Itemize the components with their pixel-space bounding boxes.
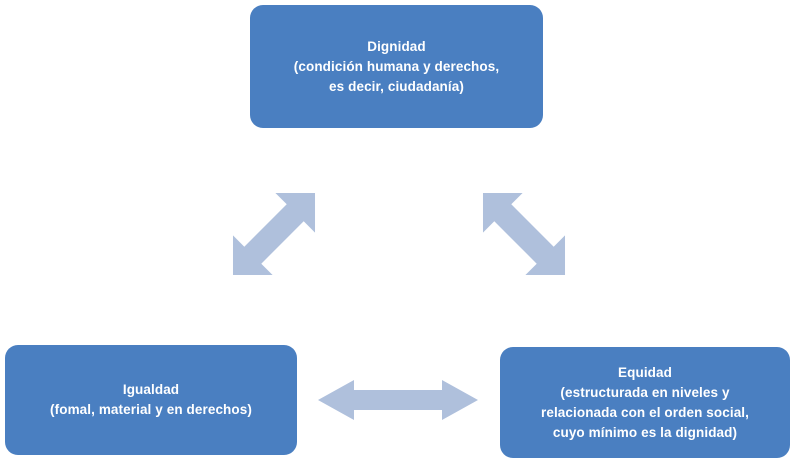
double-arrow-igualdad-dignidad-icon[interactable]: [214, 172, 334, 296]
node-igualdad-title: Igualdad: [122, 382, 180, 397]
node-equidad[interactable]: Equidad (estructurada en niveles y relac…: [500, 347, 790, 458]
node-equidad-subtitle-line-3: cuyo mínimo es la dignidad): [552, 424, 738, 440]
node-dignidad-title: Dignidad: [367, 38, 426, 54]
node-dignidad[interactable]: Dignidad (condición humana y derechos, e…: [250, 5, 543, 128]
node-igualdad-subtitle-line-1: (fomal, material y en derechos): [50, 402, 252, 417]
node-dignidad-subtitle-line-1: (condición humana y derechos,: [293, 58, 500, 74]
double-arrow-dignidad-equidad-icon[interactable]: [464, 172, 584, 296]
node-equidad-subtitle-line-2: relacionada con el orden social,: [540, 404, 750, 420]
node-equidad-title: Equidad: [618, 364, 672, 380]
node-dignidad-subtitle-line-2: es decir, ciudadanía): [329, 78, 464, 94]
double-arrow-igualdad-equidad-icon[interactable]: [316, 378, 480, 422]
node-igualdad[interactable]: Igualdad (fomal, material y en derechos): [5, 345, 297, 455]
node-equidad-subtitle-line-1: (estructurada en niveles y: [560, 384, 730, 400]
